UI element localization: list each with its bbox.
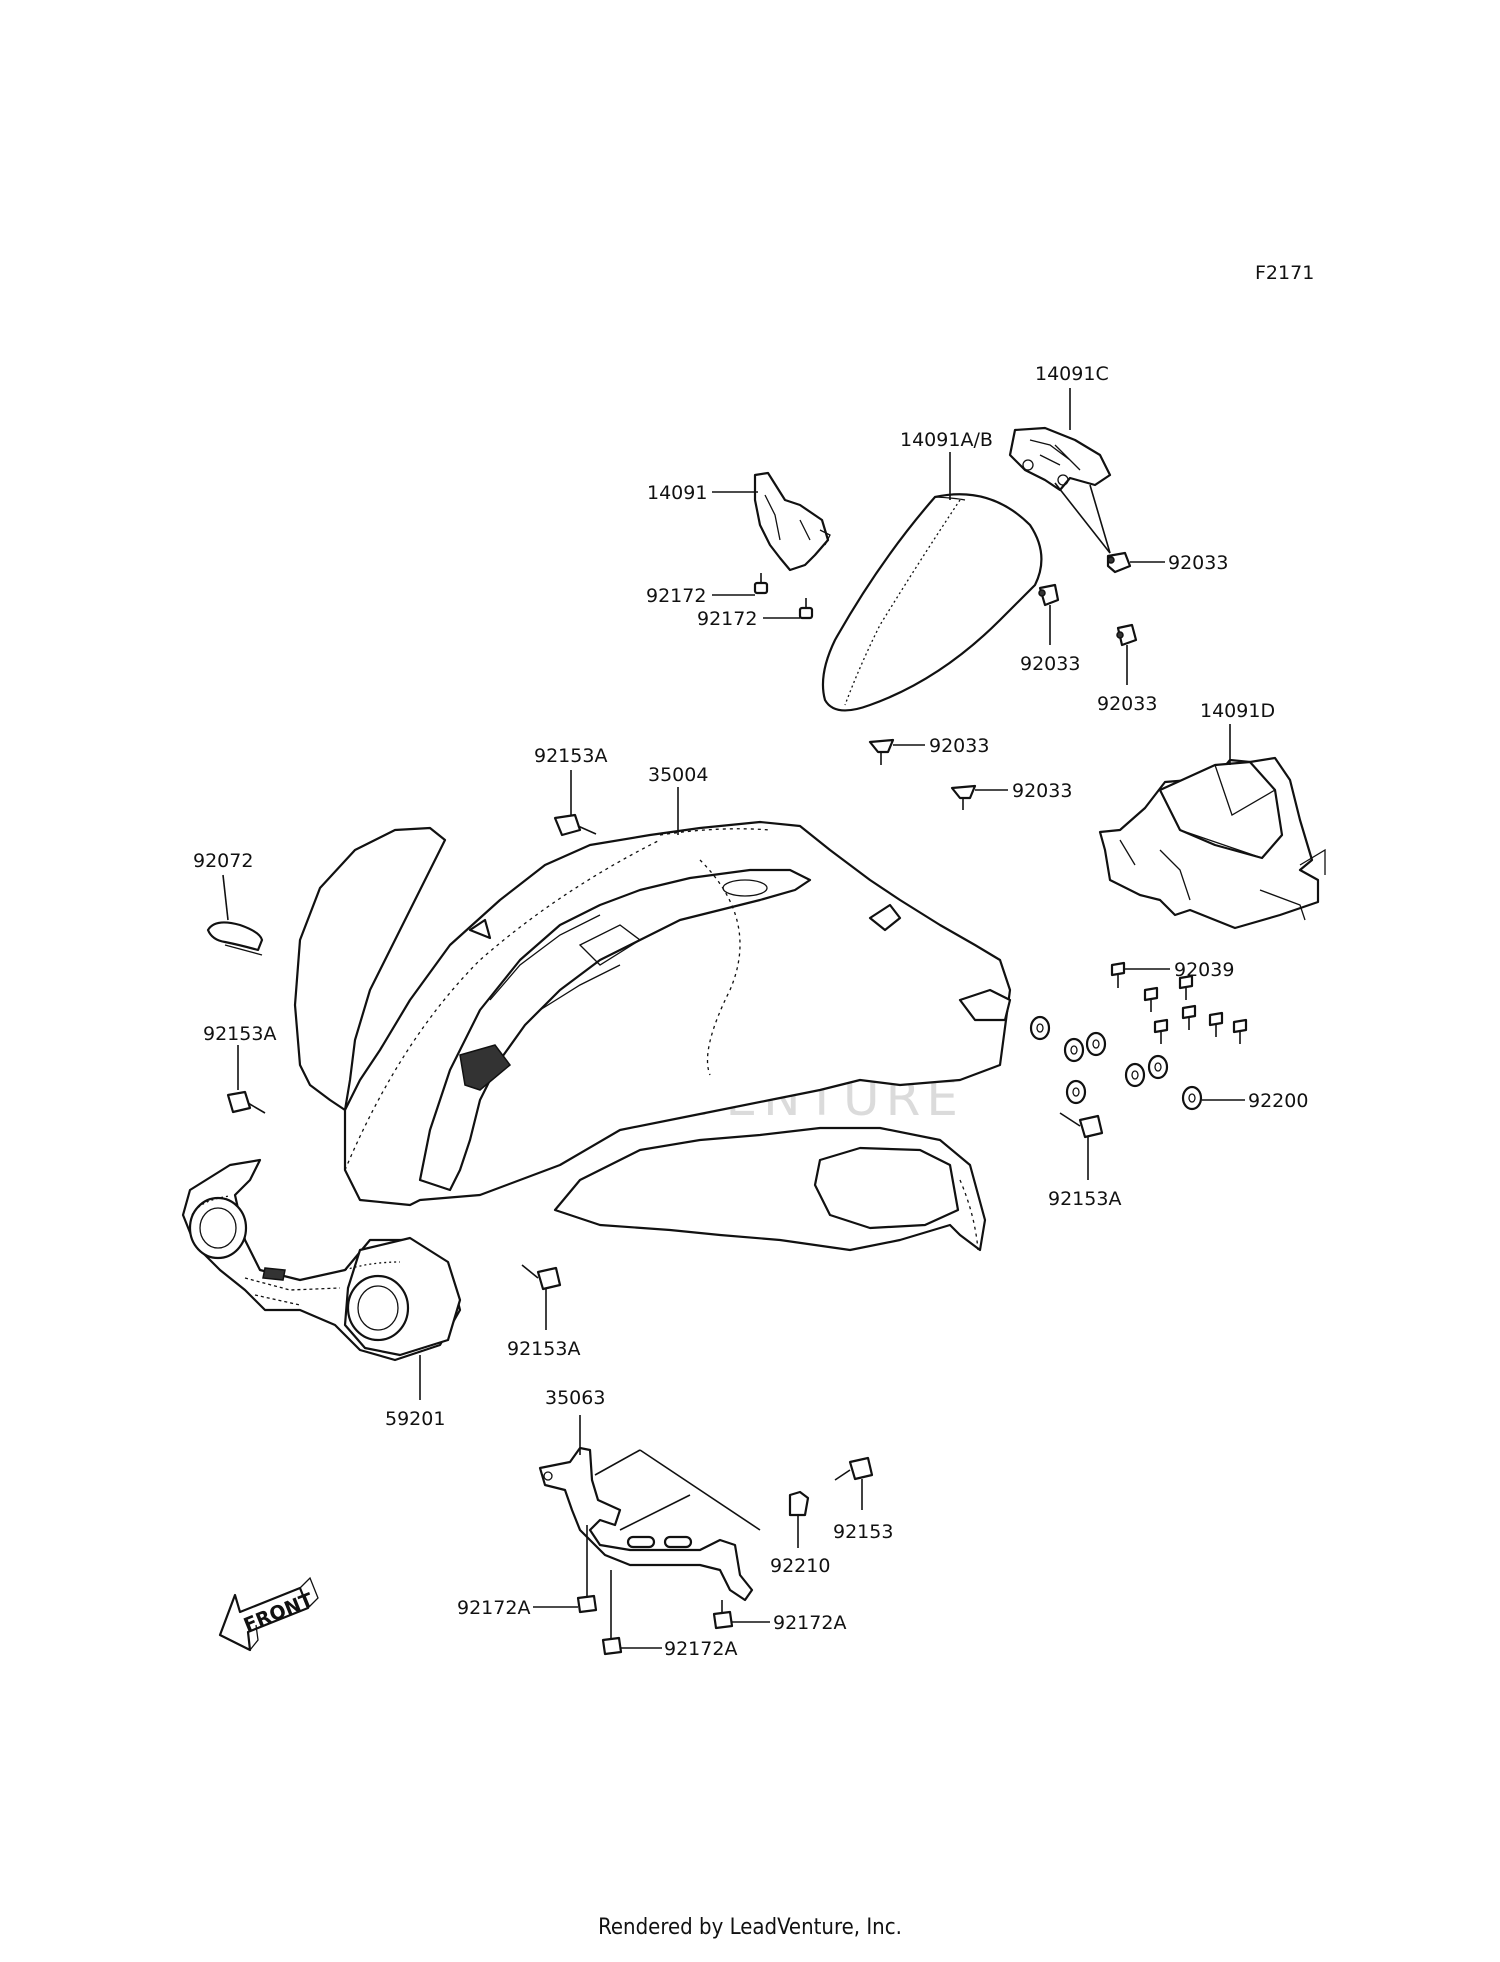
clip-92033-e xyxy=(950,784,977,810)
label-92210: 92210 xyxy=(770,1555,830,1577)
label-14091: 14091 xyxy=(647,482,707,504)
part-14091 xyxy=(753,471,831,572)
front-arrow-icon: FRONT xyxy=(218,1576,319,1652)
bolt-92153a-d xyxy=(521,1264,562,1291)
label-92153a-c: 92153A xyxy=(1048,1188,1121,1210)
bolt-92153a-a xyxy=(553,813,597,837)
bolt-92153a-b xyxy=(226,1090,266,1114)
label-92153a-d: 92153A xyxy=(507,1338,580,1360)
bolt-92153a-c xyxy=(1059,1112,1104,1139)
label-14091c: 14091C xyxy=(1035,363,1109,385)
part-59201 xyxy=(181,1158,462,1362)
label-92033-e: 92033 xyxy=(1012,780,1072,802)
label-35004: 35004 xyxy=(648,764,708,786)
screw-92172a-c xyxy=(601,1570,623,1656)
part-14091d xyxy=(1098,756,1326,930)
label-92153: 92153 xyxy=(833,1521,893,1543)
label-92172-a: 92172 xyxy=(646,585,706,607)
screw-92172-b xyxy=(798,598,814,620)
label-92153a-b: 92153A xyxy=(203,1023,276,1045)
screw-92172a-b xyxy=(712,1600,734,1630)
part-92072 xyxy=(206,921,264,956)
label-92200: 92200 xyxy=(1248,1090,1308,1112)
clip-92033-a xyxy=(1106,551,1132,574)
part-14091ab xyxy=(821,493,1043,712)
label-92172a-c: 92172A xyxy=(664,1638,737,1660)
part-14091c xyxy=(1008,426,1112,492)
figure-code: F2171 xyxy=(1255,262,1314,284)
washers-92200 xyxy=(1029,1015,1203,1111)
label-92033-a: 92033 xyxy=(1168,552,1228,574)
clip-92033-d xyxy=(868,738,895,765)
bolt-92153 xyxy=(834,1456,874,1481)
label-59201: 59201 xyxy=(385,1408,445,1430)
screw-92172-a xyxy=(753,573,769,595)
label-92172-b: 92172 xyxy=(697,608,757,630)
label-92072: 92072 xyxy=(193,850,253,872)
label-92033-c: 92033 xyxy=(1097,693,1157,715)
label-14091ab: 14091A/B xyxy=(900,429,993,451)
screw-92172a-a xyxy=(576,1525,598,1614)
label-92172a-a: 92172A xyxy=(457,1597,530,1619)
footer-credit: Rendered by LeadVenture, Inc. xyxy=(598,1915,902,1940)
label-14091d: 14091D xyxy=(1200,700,1275,722)
part-35004 xyxy=(293,820,1012,1252)
label-92172a-b: 92172A xyxy=(773,1612,846,1634)
label-92033-d: 92033 xyxy=(929,735,989,757)
label-92153a-a: 92153A xyxy=(534,745,607,767)
part-35063 xyxy=(538,1446,810,1602)
clip-92033-b xyxy=(1038,583,1060,607)
label-35063: 35063 xyxy=(545,1387,605,1409)
clip-92033-c xyxy=(1116,623,1138,647)
label-92039: 92039 xyxy=(1174,959,1234,981)
screws-92039 xyxy=(1110,961,1248,1044)
label-92033-b: 92033 xyxy=(1020,653,1080,675)
